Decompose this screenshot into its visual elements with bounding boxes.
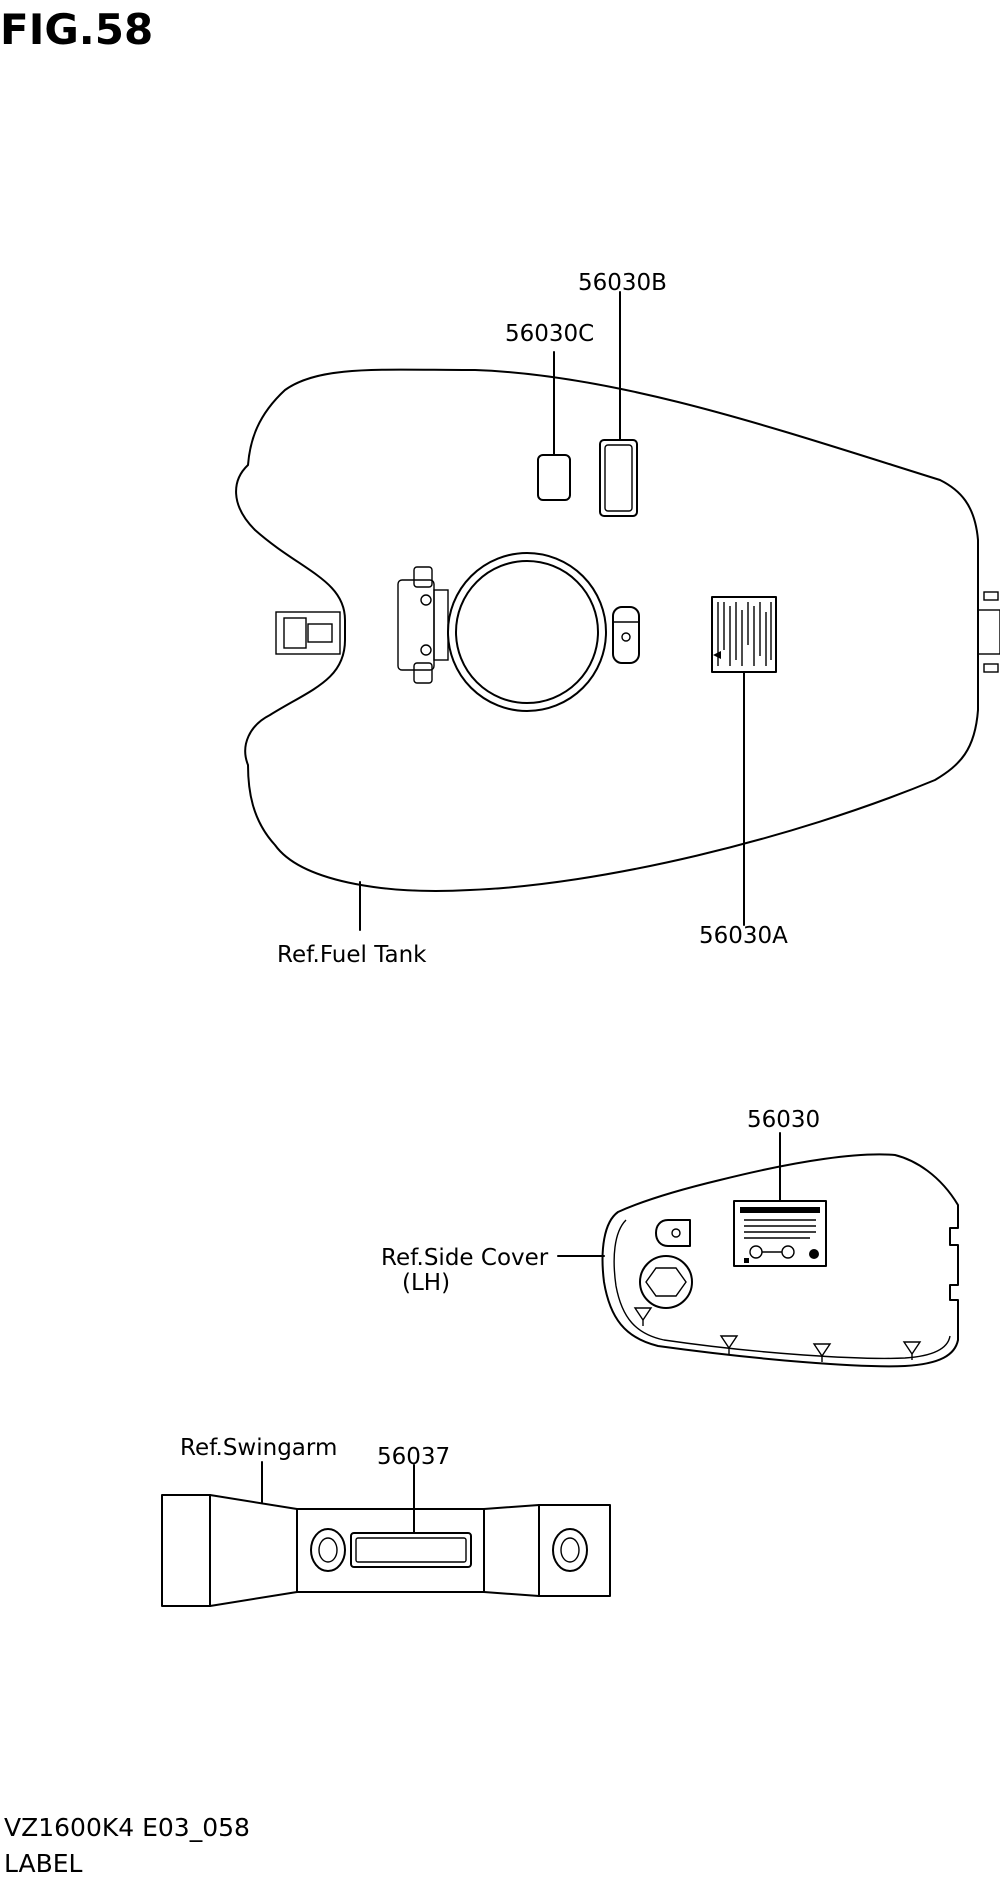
side-cover-grommet — [639, 1255, 693, 1309]
callout-56030b: 56030B — [578, 270, 667, 296]
swingarm-bolt-right — [552, 1528, 588, 1572]
category-label: LABEL — [4, 1849, 83, 1878]
fuel-tank-outline — [235, 368, 979, 892]
figure-title: FIG.58 — [0, 5, 153, 54]
ref-side-cover: Ref.Side Cover — [381, 1245, 549, 1271]
label-56037 — [350, 1532, 472, 1568]
label-56030b — [599, 439, 638, 517]
ref-swingarm: Ref.Swingarm — [180, 1435, 337, 1461]
cap-latch — [612, 606, 640, 664]
side-cover-outline — [601, 1153, 959, 1368]
swingarm-outline — [161, 1494, 611, 1607]
label-56030c — [537, 454, 571, 501]
fuel-cap-hinge — [397, 566, 449, 684]
side-cover-clips — [633, 1307, 922, 1362]
side-cover-tab — [655, 1219, 691, 1247]
front-connector — [977, 591, 1000, 673]
fuel-tank-drawing — [235, 291, 1000, 931]
callout-56037: 56037 — [377, 1444, 450, 1470]
swingarm-bolt-left — [310, 1528, 346, 1572]
callout-56030c: 56030C — [505, 321, 594, 347]
callout-56030: 56030 — [747, 1107, 820, 1133]
callout-56030a: 56030A — [699, 923, 788, 949]
label-56030 — [733, 1200, 827, 1267]
label-56030a — [711, 596, 777, 673]
ref-fuel-tank: Ref.Fuel Tank — [277, 942, 427, 968]
rear-mount-bracket — [275, 611, 341, 655]
ref-side-cover-lh: (LH) — [402, 1270, 450, 1296]
side-cover-drawing — [557, 1132, 959, 1368]
model-code: VZ1600K4 E03_058 — [4, 1813, 250, 1842]
fuel-cap — [447, 552, 607, 712]
swingarm-drawing — [161, 1461, 611, 1607]
